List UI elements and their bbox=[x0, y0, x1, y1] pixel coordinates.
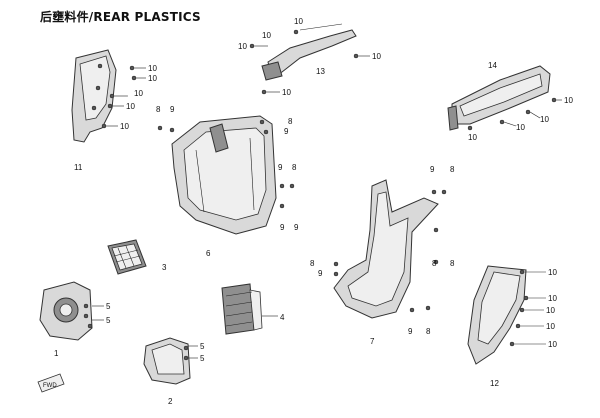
callout-8a: 8 bbox=[156, 105, 161, 114]
callout-8e: 8 bbox=[310, 259, 315, 268]
callout-3: 3 bbox=[162, 263, 167, 272]
callout-9f: 9 bbox=[430, 165, 435, 174]
callout-9a: 9 bbox=[170, 105, 175, 114]
callout-2: 2 bbox=[168, 397, 173, 406]
callout-10e: 10 bbox=[120, 122, 129, 131]
callout-8g: 8 bbox=[450, 259, 455, 268]
callout-10m: 10 bbox=[516, 123, 525, 132]
callout-6: 6 bbox=[206, 249, 211, 258]
part-11-fasteners bbox=[101, 65, 146, 129]
callout-12: 12 bbox=[490, 379, 499, 388]
part-3-grille bbox=[107, 239, 147, 275]
callout-10g: 10 bbox=[262, 31, 271, 40]
callout-5a: 5 bbox=[106, 302, 111, 311]
part-11-left-bracket bbox=[71, 49, 117, 143]
callout-8b: 8 bbox=[288, 117, 293, 126]
callout-10l: 10 bbox=[540, 115, 549, 124]
callout-7: 7 bbox=[370, 337, 375, 346]
callout-5d: 5 bbox=[200, 354, 205, 363]
callout-11: 11 bbox=[74, 163, 83, 172]
part-4-filter-grille bbox=[221, 283, 278, 335]
callout-10c: 10 bbox=[134, 89, 143, 98]
callout-9e: 9 bbox=[294, 223, 299, 232]
part-12-right-bracket bbox=[467, 265, 546, 365]
callout-labels: 1 2 3 4 5 5 5 5 6 7 8 8 8 8 8 8 8 8 9 9 … bbox=[54, 17, 573, 406]
callout-4: 4 bbox=[280, 313, 285, 322]
callout-10q: 10 bbox=[546, 306, 555, 315]
callout-8f: 8 bbox=[432, 259, 437, 268]
callout-10j: 10 bbox=[282, 88, 291, 97]
callout-13: 13 bbox=[316, 67, 325, 76]
callout-9h: 9 bbox=[408, 327, 413, 336]
part-6-storage-box bbox=[157, 115, 295, 235]
fwd-badge-label: FWD bbox=[43, 383, 57, 389]
part-1-panel bbox=[39, 281, 104, 341]
callout-8c: 8 bbox=[292, 163, 297, 172]
callout-8d: 8 bbox=[450, 165, 455, 174]
callout-10r: 10 bbox=[546, 322, 555, 331]
part-13-top-rail bbox=[249, 23, 370, 95]
callout-1: 1 bbox=[54, 349, 59, 358]
callout-5b: 5 bbox=[106, 316, 111, 325]
callout-10f: 10 bbox=[294, 17, 303, 26]
callout-9g: 9 bbox=[318, 269, 323, 278]
callout-10b: 10 bbox=[148, 74, 157, 83]
diagram-title: 后壅料件/REAR PLASTICS bbox=[40, 10, 201, 24]
callout-10a: 10 bbox=[148, 64, 157, 73]
callout-14: 14 bbox=[488, 61, 497, 70]
part-14-right-rail bbox=[447, 65, 562, 131]
callout-10d: 10 bbox=[126, 102, 135, 111]
callout-9c: 9 bbox=[278, 163, 283, 172]
callout-10k: 10 bbox=[564, 96, 573, 105]
fwd-arrow-badge: FWD bbox=[37, 373, 65, 393]
callout-9d: 9 bbox=[280, 223, 285, 232]
callout-10i: 10 bbox=[372, 52, 381, 61]
part-7-rear-fender bbox=[333, 179, 447, 319]
callout-10n: 10 bbox=[468, 133, 477, 142]
callout-10h: 10 bbox=[238, 42, 247, 51]
callout-8h: 8 bbox=[426, 327, 431, 336]
callout-9b: 9 bbox=[284, 127, 289, 136]
callout-10p: 10 bbox=[548, 294, 557, 303]
callout-10o: 10 bbox=[548, 268, 557, 277]
part-2-lower-panel bbox=[143, 337, 198, 385]
callout-5c: 5 bbox=[200, 342, 205, 351]
callout-10s: 10 bbox=[548, 340, 557, 349]
